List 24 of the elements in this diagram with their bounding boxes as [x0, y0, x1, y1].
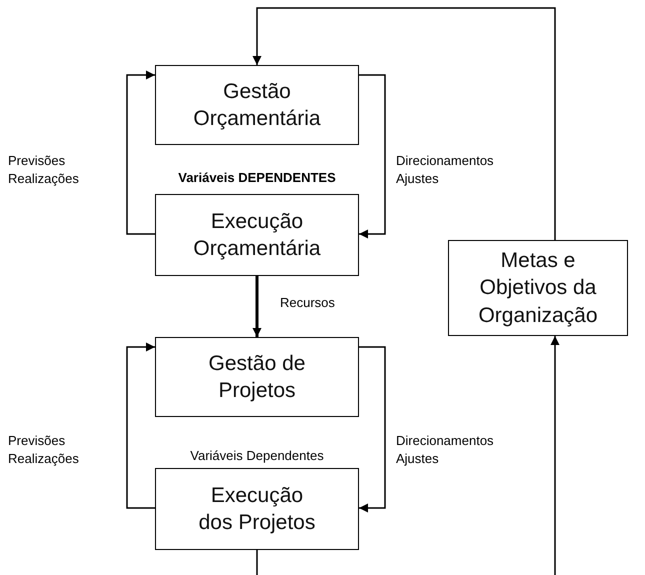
process-box: [155, 337, 359, 417]
box-label: Gestão de Projetos: [208, 350, 306, 404]
arrow: [359, 346, 386, 512]
process-box: [448, 240, 628, 336]
box-label: Metas e Objetivos da Organização: [477, 248, 599, 329]
arrow: [252, 7, 556, 240]
arrow: [126, 342, 155, 509]
process-box: [155, 65, 359, 145]
process-box: [155, 194, 359, 276]
edge-label: Direcionamentos Ajustes: [396, 432, 495, 468]
arrow: [252, 276, 262, 337]
arrow: [126, 70, 155, 235]
edge-label: Previsões Realizações: [8, 432, 80, 468]
edge-label: Recursos: [280, 294, 336, 312]
process-box: [155, 468, 359, 550]
box-label: Gestão Orçamentária: [192, 78, 322, 132]
arrow: [359, 74, 386, 238]
arrow: [256, 336, 560, 575]
annotation-text: Variáveis Dependentes: [189, 447, 325, 465]
annotation-text: Variáveis DEPENDENTES: [177, 169, 337, 187]
box-label: Execução dos Projetos: [198, 482, 316, 536]
edge-label: Previsões Realizações: [8, 152, 80, 188]
edge-label: Direcionamentos Ajustes: [396, 152, 495, 188]
box-label: Execução Orçamentária: [192, 208, 322, 262]
